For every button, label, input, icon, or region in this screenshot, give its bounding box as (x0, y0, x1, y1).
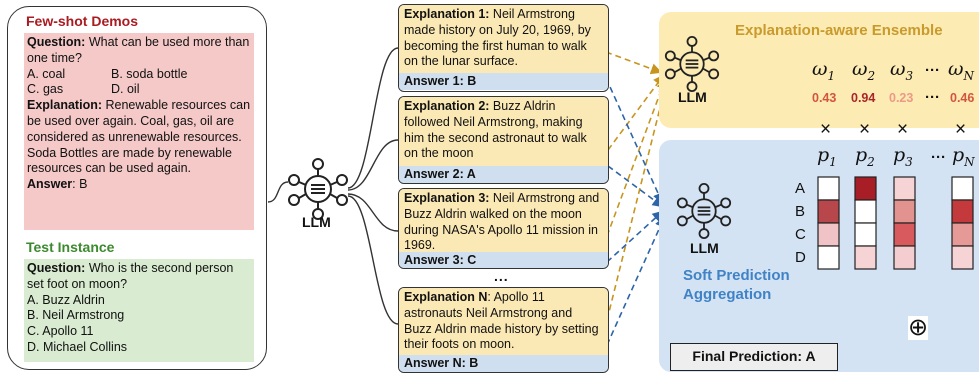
connector-explanations-to-ensemble (605, 51, 670, 321)
prob-cell (951, 176, 974, 201)
prob-cell (893, 199, 916, 224)
sum-symbol: ⊕ (908, 314, 929, 341)
demo-option: A. coal (27, 66, 66, 81)
test-option: A. Buzz Aldrin (27, 292, 105, 307)
prob-cell (817, 176, 840, 201)
probs-ellipsis: ··· (931, 149, 946, 166)
explanation-text: Neil Armstrong made history on July 20, … (404, 7, 591, 69)
explanation-text: Neil Armstrong and Buzz Aldrin walked on… (404, 191, 600, 253)
prob-cell (893, 176, 916, 201)
weights-ellipsis: ··· (925, 62, 940, 79)
llm-network-icon (288, 158, 348, 220)
prob-symbol: p1 (817, 144, 837, 169)
prob-cell (893, 222, 916, 247)
test-instance-box: Question: Who is the second person set f… (24, 259, 254, 362)
demo-question-text: What can be used more than one time? (27, 35, 250, 65)
prob-cell (854, 176, 877, 201)
option-letter: A (795, 180, 806, 197)
test-question-text: Who is the second person set foot on moo… (27, 261, 234, 291)
explanation-box-n: Explanation N: Apollo 11 astronauts Neil… (398, 287, 609, 373)
llm-network-icon (676, 183, 732, 239)
soft-aggregation-title: Soft Prediction Aggregation (683, 267, 790, 303)
llm-label: LLM (678, 89, 707, 105)
prob-cell (854, 245, 877, 270)
prob-cell (817, 245, 840, 270)
llm-network-icon (664, 36, 720, 92)
weights-ellipsis: ··· (925, 89, 940, 106)
explanation-label: Explanation N (404, 290, 488, 304)
demo-explanation-text: Renewable resources can be used over aga… (27, 98, 251, 176)
few-shot-demo-box: Question: What can be used more than one… (24, 33, 254, 230)
explanation-answer: Answer 1: B (399, 73, 608, 90)
prob-cell (854, 222, 877, 247)
test-option: D. Michael Collins (27, 339, 128, 354)
multiply-symbol: × (955, 119, 967, 140)
weight-value: 0.46 (950, 91, 975, 105)
explanation-label: Explanation 3: (404, 191, 490, 205)
prob-cell (854, 199, 877, 224)
explanation-box-1: Explanation 1: Neil Armstrong made histo… (398, 4, 609, 92)
connector-answers-to-aggregation (605, 77, 666, 346)
ensemble-title: Explanation-aware Ensemble (735, 22, 943, 39)
prob-symbol: p2 (855, 144, 875, 169)
demo-option: C. gas (27, 82, 64, 97)
explanation-box-3: Explanation 3: Neil Armstrong and Buzz A… (398, 188, 609, 269)
weight-symbol: ω2 (852, 58, 876, 83)
prob-cell (817, 222, 840, 247)
multiply-symbol: × (820, 119, 832, 140)
prob-symbol: pN (952, 144, 975, 169)
prob-symbol: p3 (893, 144, 913, 169)
weight-symbol: ωN (948, 58, 974, 83)
explanation-text: : Apollo 11 astronauts Neil Armstrong an… (404, 290, 599, 352)
demo-option: B. soda bottle (111, 66, 188, 81)
llm-label: LLM (302, 214, 331, 230)
explanation-answer: Answer N: B (399, 355, 608, 372)
explanation-answer: Answer 2: A (399, 166, 608, 183)
demo-answer-value: : B (72, 177, 88, 192)
explanations-ellipsis: ... (494, 268, 509, 284)
weight-value: 0.94 (851, 91, 876, 105)
demo-explanation-label: Explanation: (27, 98, 103, 113)
multiply-symbol: × (897, 119, 909, 140)
few-shot-heading: Few-shot Demos (26, 13, 139, 29)
weight-value: 0.23 (889, 91, 914, 105)
demo-option: D. oil (111, 82, 140, 97)
demo-question-label: Question: (27, 35, 86, 49)
test-option: C. Apollo 11 (27, 324, 94, 339)
final-prediction-box: Final Prediction: A (670, 343, 838, 371)
prob-cell (951, 222, 974, 247)
prob-cell (893, 245, 916, 270)
prob-cell (951, 245, 974, 270)
option-letter: C (795, 226, 806, 243)
test-question-label: Question: (27, 261, 86, 275)
explanation-label: Explanation 1: (404, 7, 490, 21)
weight-symbol: ω1 (812, 58, 836, 83)
llm-label: LLM (690, 240, 719, 256)
option-letter: D (795, 249, 806, 266)
explanation-text: Buzz Aldrin followed Neil Armstrong, mak… (404, 99, 587, 161)
weight-value: 0.43 (812, 91, 837, 105)
connector-demos-to-llm (267, 181, 289, 203)
test-option: B. Neil Armstrong (27, 308, 125, 323)
explanation-answer: Answer 3: C (399, 252, 608, 268)
multiply-symbol: × (859, 119, 871, 140)
test-instance-heading: Test Instance (26, 239, 115, 255)
prob-cell (817, 199, 840, 224)
weight-symbol: ω3 (890, 58, 914, 83)
connector-llm-to-explanations (347, 47, 399, 325)
prob-cell (951, 199, 974, 224)
option-letter: B (795, 203, 806, 220)
explanation-box-2: Explanation 2: Buzz Aldrin followed Neil… (398, 96, 609, 184)
explanation-label: Explanation 2: (404, 99, 490, 113)
demo-answer-label: Answer (27, 177, 73, 192)
